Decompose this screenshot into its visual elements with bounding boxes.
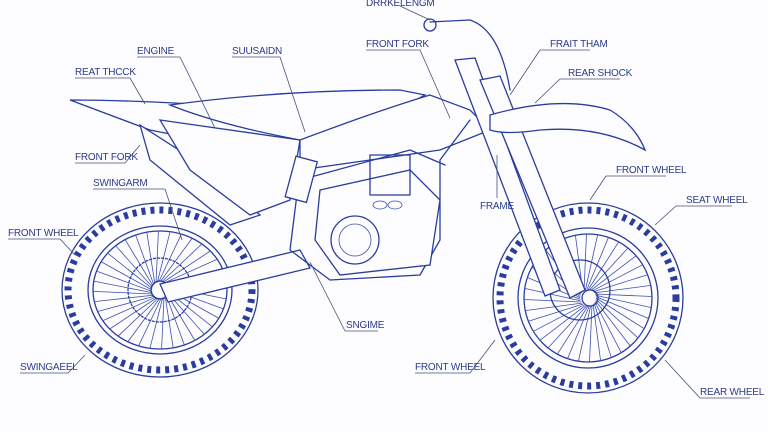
spoke [165,295,185,346]
spoke [592,304,601,361]
spoke [138,297,162,347]
spoke [594,285,651,294]
leader-lines [8,5,750,399]
spoke [593,303,612,358]
spoke [94,294,154,303]
label-frame: FRAME [480,201,515,212]
label-front-fork-left: FRONT FORK [75,152,138,163]
spoke [146,232,156,284]
spoke [567,305,590,359]
spoke [163,258,218,284]
spoke [124,239,154,287]
spoke [127,297,161,343]
spoke [595,296,649,319]
spoke [586,237,609,291]
label-front-wheel-right: FRONT WHEEL [616,165,687,176]
spoke [158,233,182,283]
side-panel [158,119,301,216]
spoke [161,243,203,283]
spoke [595,294,652,309]
label-reat-thcck: REAT THCCK [75,67,136,78]
engine-block [314,154,441,276]
front-fender [489,102,647,152]
frame-shape [289,119,471,281]
spoke [595,297,645,330]
spoke [93,290,154,295]
spoke [594,301,622,353]
spoke [159,237,193,283]
label-front-wheel-bottom: FRONT WHEEL [415,362,486,373]
label-front-fork-top: FRONT FORK [366,39,429,50]
fuel-tank [299,94,492,171]
rear-wheel [61,202,259,378]
spoke [593,274,648,293]
fork-left [454,57,561,297]
spoke [93,280,153,294]
label-sngime: SNGIME [346,320,385,331]
spoke [583,234,587,292]
spoke [101,261,153,291]
spoke [164,296,174,348]
handlebar [429,19,511,91]
spoke [155,230,159,284]
spoke [591,264,643,292]
rear-shock-body [284,155,319,204]
swingarm-shape [159,249,311,303]
label-frait-tham: FRAIT THAM [550,39,608,50]
spoke [590,255,637,291]
spoke [115,245,153,288]
spoke [595,300,631,347]
spoke [577,305,592,362]
spoke [107,252,153,289]
spoke [547,305,587,349]
spoke [102,296,157,322]
spoke [117,297,159,337]
spoke [595,299,639,339]
spoke [528,303,583,322]
label-seat-wheel: SEAT WHEEL [686,195,748,206]
spoke [594,293,652,297]
spoke [587,241,620,291]
spoke [524,287,581,302]
label-suspension: SUUSAIDN [232,46,282,57]
label-front-wheel-left: FRONT WHEEL [8,228,79,239]
label-engine: ENGINE [137,46,175,57]
spoke [156,231,171,283]
label-swingarm: SWINGARM [93,178,148,189]
spoke [539,305,586,341]
spoke [161,296,165,350]
spoke [589,247,629,291]
label-top: DRRKELENGM [366,0,435,9]
label-swingaeel: SWINGAEEL [20,362,78,373]
spoke [525,302,582,311]
spoke [97,295,155,312]
spoke [109,297,158,330]
spoke [149,297,164,349]
label-rear-wheel: REAR WHEEL [700,387,765,398]
spoke [96,270,153,292]
spoke [162,250,211,283]
label-rear-shock: REAR SHOCK [568,68,633,79]
spoke [556,305,589,355]
spoke [533,304,585,332]
spoke [589,304,593,362]
spoke [135,234,155,285]
